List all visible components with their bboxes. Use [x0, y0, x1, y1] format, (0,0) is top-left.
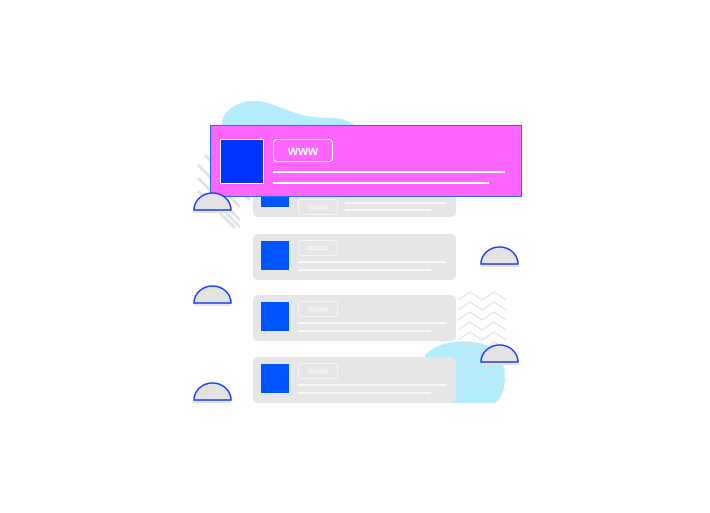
thumbnail [261, 364, 289, 393]
thumbnail [261, 302, 289, 331]
text-line [298, 330, 431, 332]
list-card[interactable]: www [253, 357, 456, 403]
thumbnail [261, 241, 289, 270]
text-line [298, 269, 431, 271]
text-line [298, 392, 431, 394]
url-badge: www [298, 363, 338, 379]
text-line [345, 202, 446, 204]
text-line [345, 209, 431, 211]
thumbnail [220, 139, 264, 184]
highlighted-card[interactable]: www [210, 125, 522, 197]
list-card[interactable]: www [253, 234, 456, 280]
url-badge: www [298, 301, 338, 317]
url-badge: www [298, 199, 338, 215]
text-line [273, 171, 505, 173]
text-line [298, 261, 446, 263]
text-line [298, 384, 446, 386]
url-badge: www [298, 240, 338, 256]
text-line [298, 322, 446, 324]
zigzag-pattern [457, 291, 507, 391]
text-line [273, 182, 489, 184]
list-card[interactable]: www [253, 295, 456, 341]
url-badge: www [273, 139, 333, 162]
